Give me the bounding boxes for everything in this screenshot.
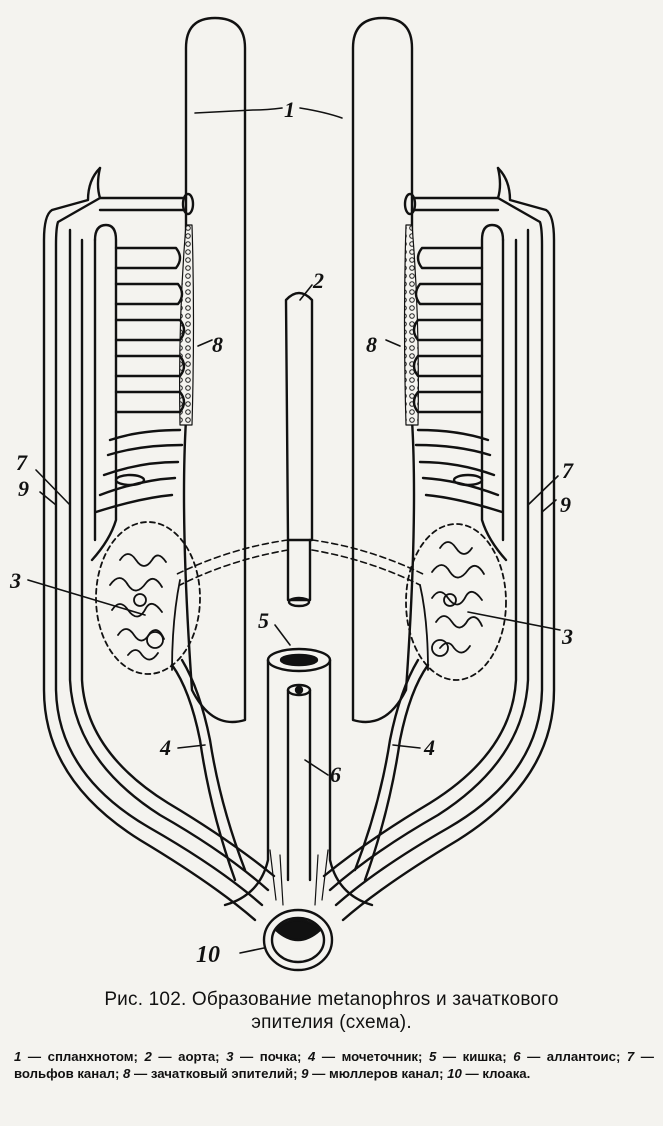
- metanephros-diagram: 1 2 8 8 7 9 7 9 3 3 5 4 4 6 10: [9, 16, 574, 972]
- label-3-right: 3: [561, 624, 573, 649]
- legend-item: 6 — аллантоис;: [513, 1049, 627, 1064]
- nephrotome-loops-left: [94, 246, 186, 514]
- label-9-right: 9: [560, 492, 571, 517]
- label-10: 10: [196, 942, 220, 968]
- legend-item: 7 — вольфов канал;: [14, 1049, 654, 1081]
- label-7-left: 7: [16, 450, 28, 475]
- cloaca: [262, 908, 334, 972]
- label-3-left: 3: [9, 568, 21, 593]
- mullerian-duct-left: [42, 166, 257, 922]
- legend-item: 1 — спланхнотом;: [14, 1049, 145, 1064]
- wolffian-duct-right: [328, 228, 530, 892]
- kidney-left: [95, 521, 201, 675]
- label-4-right: 4: [423, 735, 435, 760]
- label-4-left: 4: [159, 735, 171, 760]
- caption-line-1: Рис. 102. Образование metanophros и зача…: [104, 989, 559, 1010]
- splanchnotome-left: [182, 16, 247, 724]
- aorta: [284, 291, 314, 542]
- label-2: 2: [312, 268, 324, 293]
- wolffian-duct-left: [68, 228, 270, 892]
- allantois: [286, 688, 312, 882]
- kidney-tubules-right: [419, 541, 485, 671]
- label-9-left: 9: [18, 476, 29, 501]
- mullerian-duct-right: [341, 166, 556, 922]
- legend-item: 9 — мюллеров канал;: [301, 1066, 448, 1081]
- figure-caption-title: Рис. 102. Образование metanophros и зача…: [0, 988, 663, 1034]
- legend-item: 3 — почка;: [226, 1049, 308, 1064]
- legend-item: 10 — клоака.: [447, 1066, 531, 1081]
- legend-item: 5 — кишка;: [428, 1049, 514, 1064]
- label-7-right: 7: [562, 458, 574, 483]
- legend-item: 4 — мочеточник;: [307, 1049, 429, 1064]
- figure-legend: 1 — спланхнотом; 2 — аорта; 3 — почка; 4…: [14, 1048, 654, 1082]
- label-1: 1: [284, 97, 295, 122]
- gut: [223, 658, 374, 907]
- ureter-right: [363, 663, 430, 882]
- caption-line-2: эпителия (схема).: [251, 1012, 412, 1033]
- splanchnotome-right: [351, 16, 416, 724]
- kidney-right: [405, 523, 507, 681]
- nephrotome-loops-right: [412, 246, 504, 514]
- label-8-right: 8: [366, 332, 377, 357]
- legend-item: 2 — аорта;: [144, 1049, 227, 1064]
- label-5: 5: [258, 608, 269, 633]
- legend-item: 8 — зачатковый эпителий;: [123, 1066, 302, 1081]
- kidney-tubules-left: [109, 553, 181, 671]
- label-6: 6: [330, 762, 341, 787]
- label-8-left: 8: [212, 332, 223, 357]
